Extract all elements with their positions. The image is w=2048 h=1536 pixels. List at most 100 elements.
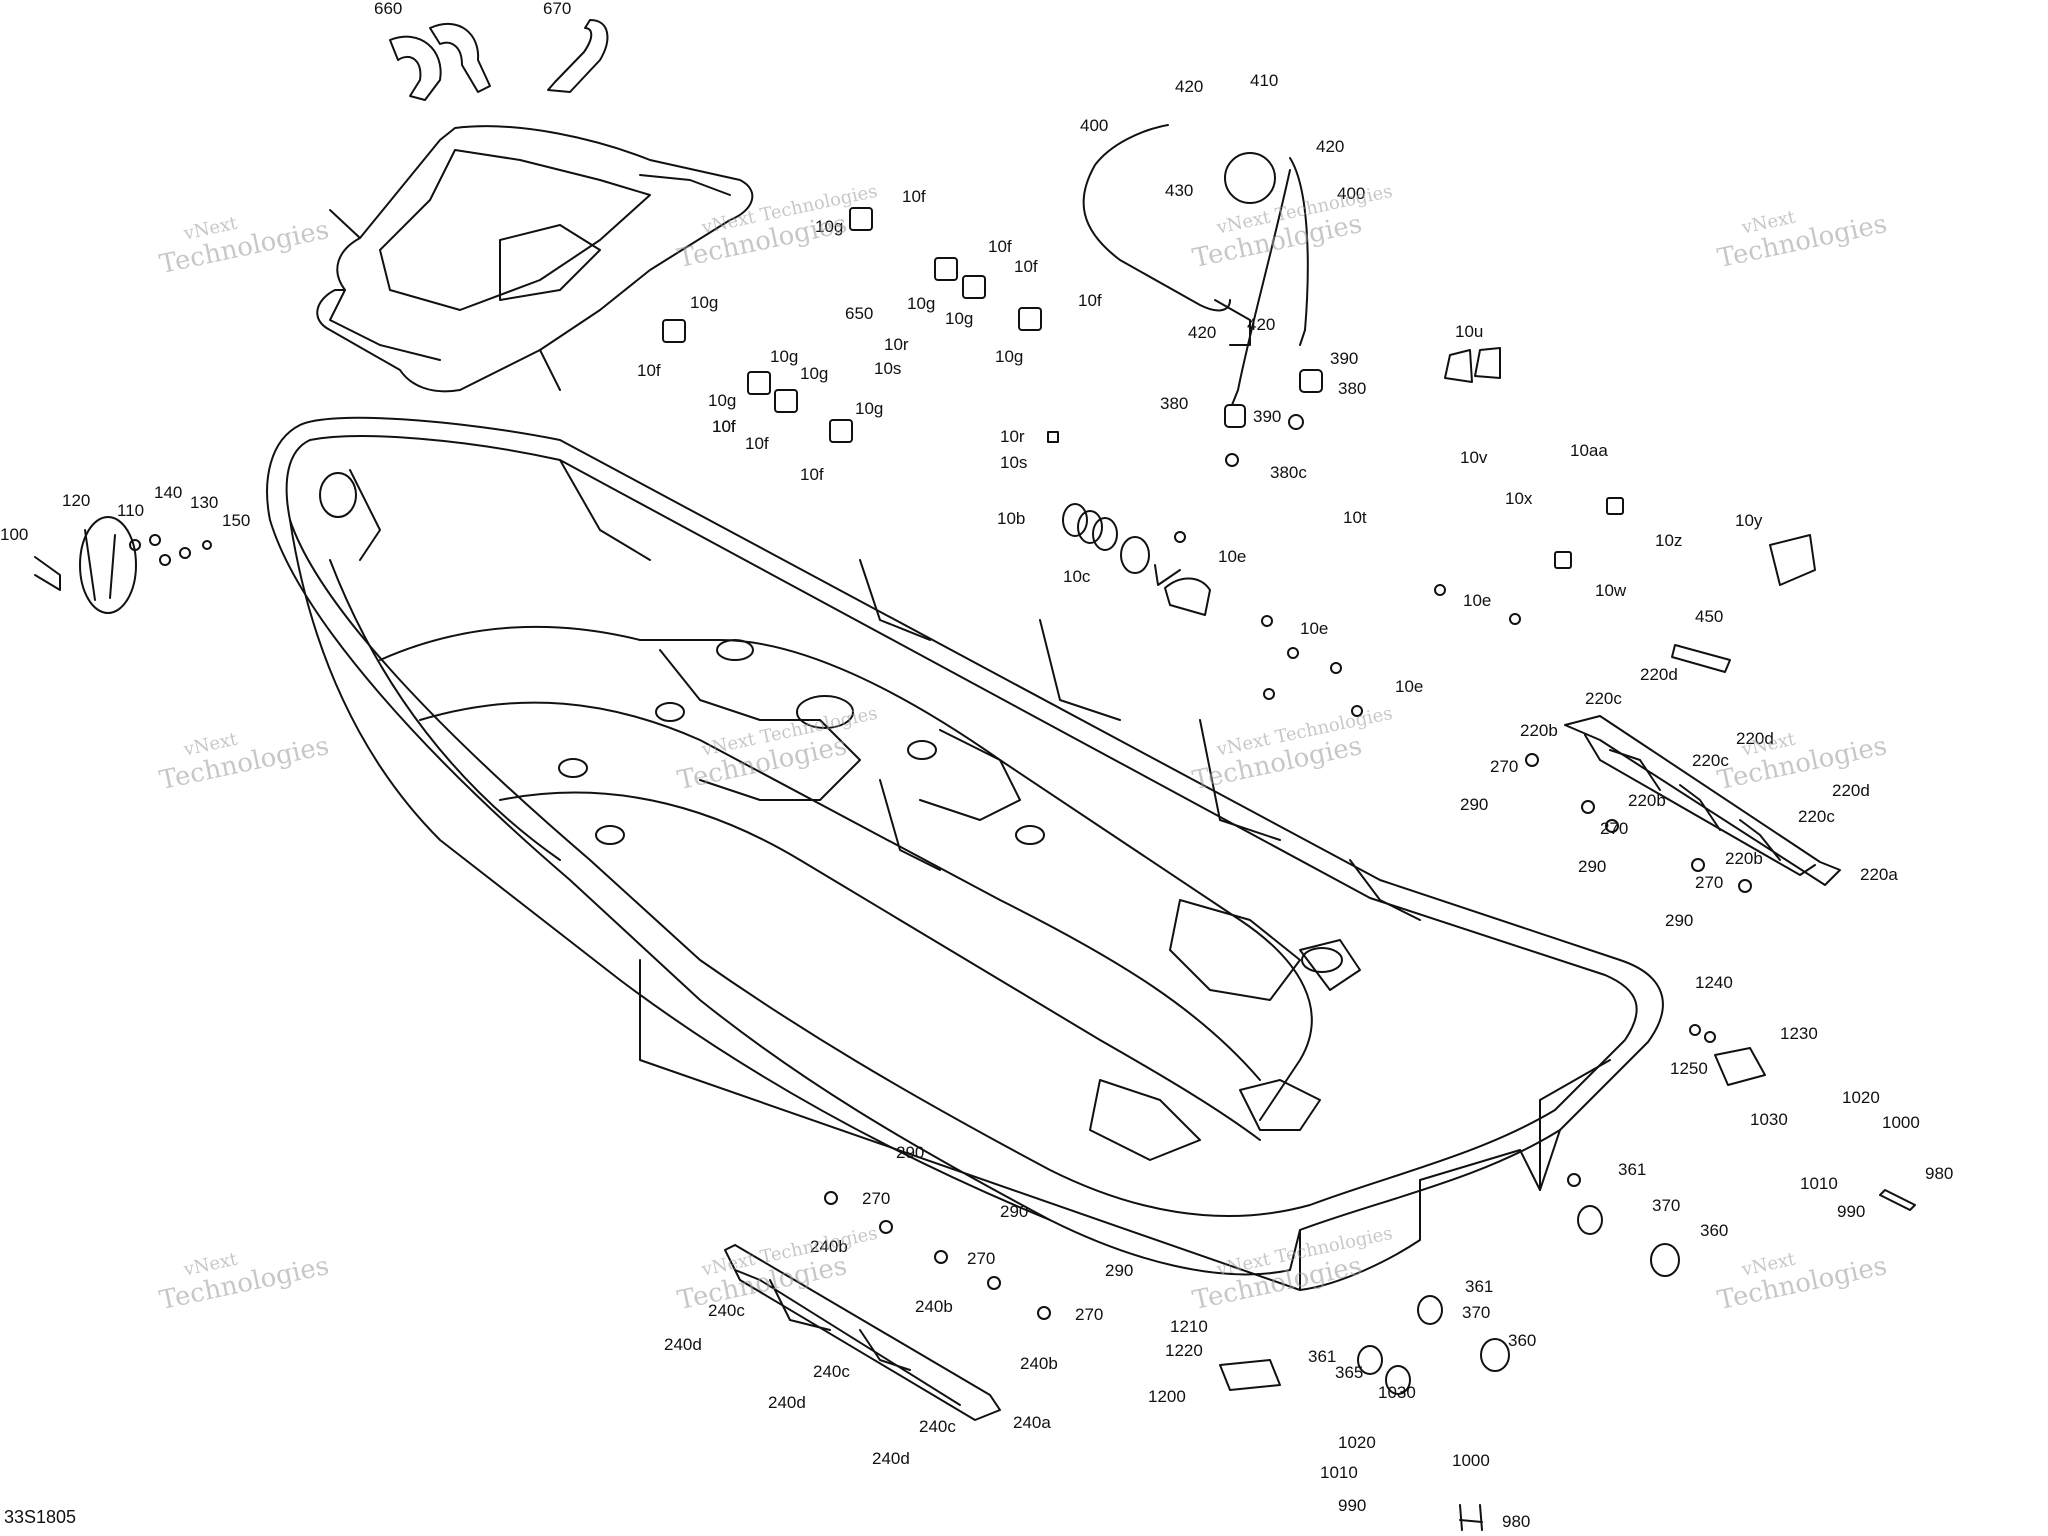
part-label: 10g [995, 347, 1024, 366]
part-label: 430 [1165, 181, 1194, 200]
part-label: 240b [915, 1297, 953, 1316]
part-label: 400 [1337, 184, 1366, 203]
part-label: 130 [190, 493, 219, 512]
part-label: 240d [664, 1335, 702, 1354]
part-label: 10f [712, 417, 736, 436]
part-label: 390 [1253, 407, 1282, 426]
part-label: 10f [712, 417, 736, 436]
part-label: 980 [1925, 1164, 1954, 1183]
part-label: 650 [845, 304, 874, 323]
part-label: 240c [813, 1362, 850, 1381]
bellows-10b [1062, 503, 1181, 586]
part-label: 660 [374, 0, 403, 18]
part-label: 1010 [1320, 1463, 1358, 1482]
plug-361-right [1577, 1205, 1603, 1235]
part-label: 10y [1735, 511, 1763, 530]
part-label: 220d [1832, 781, 1870, 800]
gasket-drawing [1164, 577, 1211, 616]
ubolt-980-bottom [1459, 1504, 1483, 1531]
part-label: 370 [1652, 1196, 1681, 1215]
part-label: 10u [1455, 322, 1484, 341]
part-label: 220c [1585, 689, 1622, 708]
part-label: 1210 [1170, 1317, 1208, 1336]
part-label: 240a [1013, 1413, 1051, 1432]
part-label: 360 [1700, 1221, 1729, 1240]
part-label: 980 [1502, 1512, 1531, 1531]
part-label: 1240 [1695, 973, 1733, 992]
plug-360-left [1480, 1338, 1510, 1372]
part-label: 1020 [1842, 1088, 1880, 1107]
part-label: 10e [1300, 619, 1329, 638]
part-label: 10e [1218, 547, 1247, 566]
part-label: 220d [1736, 729, 1774, 748]
part-label: 990 [1837, 1202, 1866, 1221]
part-label: 1230 [1780, 1024, 1818, 1043]
part-label: 240b [810, 1237, 848, 1256]
part-label: 370 [1462, 1303, 1491, 1322]
block-1200 [1219, 1359, 1281, 1391]
part-label: 390 [1330, 349, 1359, 368]
part-label: 240d [768, 1393, 806, 1412]
part-label: 1200 [1148, 1387, 1186, 1406]
part-label: 120 [62, 491, 91, 510]
part-label: 420 [1316, 137, 1345, 156]
part-label: 220d [1640, 665, 1678, 684]
part-label: 10g [690, 293, 719, 312]
part-label: 220a [1860, 865, 1898, 884]
plug-365 [1385, 1365, 1411, 1395]
part-label: 1020 [1338, 1433, 1376, 1452]
part-label: 220b [1520, 721, 1558, 740]
hose-400b [1289, 157, 1309, 346]
part-label: 240b [1020, 1354, 1058, 1373]
part-label: 290 [1000, 1202, 1029, 1221]
handle-670 [547, 19, 609, 93]
part-label: 10f [1014, 257, 1038, 276]
part-label: 10e [1395, 677, 1424, 696]
plate-450 [1671, 644, 1731, 673]
part-label: 10g [855, 399, 884, 418]
part-label: 10g [708, 391, 737, 410]
part-label: 10w [1595, 581, 1627, 600]
part-label: 10g [907, 294, 936, 313]
part-label: 10f [902, 187, 926, 206]
part-label: 100 [0, 525, 29, 544]
part-label: 10r [884, 335, 909, 354]
clips-group [662, 207, 1624, 569]
part-label: 110 [117, 501, 145, 520]
part-label: 10f [800, 465, 824, 484]
part-label: 220c [1798, 807, 1835, 826]
part-label: 420 [1175, 77, 1204, 96]
plug-361-left [1357, 1345, 1383, 1375]
part-label: 380 [1338, 379, 1367, 398]
part-label: 361 [1465, 1277, 1494, 1296]
part-label: 1030 [1378, 1383, 1416, 1402]
part-label: 10aa [1570, 441, 1608, 460]
part-label: 1000 [1882, 1113, 1920, 1132]
washers [824, 531, 1752, 1320]
part-label: 670 [543, 0, 572, 18]
part-label: 240d [872, 1449, 910, 1468]
part-label: 10r [1000, 427, 1025, 446]
part-label: 410 [1250, 71, 1279, 90]
bracket-10y [1769, 534, 1816, 586]
part-label: 290 [1460, 795, 1489, 814]
cover-120 [79, 516, 137, 614]
part-label: 10t [1343, 508, 1367, 527]
storage-bucket-650 [316, 125, 754, 393]
plug-360-right [1650, 1243, 1680, 1277]
part-label: 270 [1490, 757, 1519, 776]
u-bolt-100 [34, 556, 61, 591]
part-label: 10s [874, 359, 902, 378]
part-label: 10f [1078, 291, 1102, 310]
part-label: 1250 [1670, 1059, 1708, 1078]
part-label: 270 [1075, 1305, 1104, 1324]
part-label: 10b [997, 509, 1026, 528]
bracket-10u [1444, 347, 1501, 383]
part-label: 400 [1080, 116, 1109, 135]
part-label: 420 [1188, 323, 1217, 342]
handle-660 [389, 22, 491, 101]
part-label: 290 [1105, 1261, 1134, 1280]
part-label: 10z [1655, 531, 1683, 550]
part-label: 990 [1338, 1496, 1367, 1515]
